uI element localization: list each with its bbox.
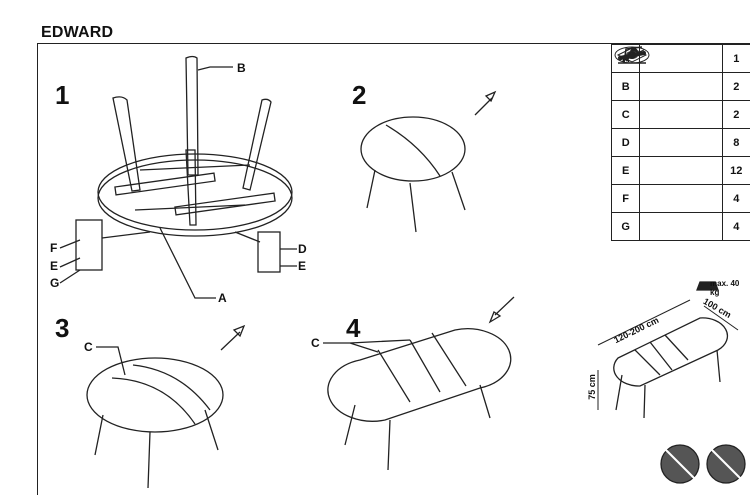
- part-quantity: 4: [721, 184, 750, 213]
- step-4-illustration: [327, 328, 512, 471]
- weight-icon: [696, 281, 719, 291]
- part-key: F: [610, 184, 641, 213]
- step-4-arrow-icon: [488, 296, 515, 324]
- part-quantity: 2: [721, 72, 750, 101]
- callout-g: G: [50, 276, 60, 290]
- tabletop-icon: [614, 44, 723, 73]
- part-key: D: [610, 128, 641, 157]
- part-key: G: [610, 212, 641, 241]
- height-dimension: 75 cm: [586, 374, 597, 400]
- part-key: B: [610, 72, 641, 101]
- instruction-frame: [37, 43, 750, 495]
- step-1-number: 1: [55, 80, 70, 110]
- no-sitting-icon: [706, 444, 746, 484]
- step-1-illustration: [75, 55, 293, 299]
- max-load-label: max. 40 kg: [710, 279, 740, 297]
- callout-e-right: E: [298, 259, 307, 273]
- step-2-arrow-icon: [474, 90, 497, 116]
- step-3-number: 3: [55, 313, 70, 343]
- step-2-number: 2: [352, 80, 367, 110]
- part-quantity: 4: [721, 212, 750, 241]
- screw-icon: [624, 47, 723, 157]
- callout-a: A: [218, 291, 227, 305]
- step-2-illustration: [360, 116, 466, 233]
- callout-e: E: [50, 259, 59, 273]
- leg-bracket-icon: [617, 45, 723, 101]
- callout-d: D: [298, 242, 307, 256]
- parts-row: E 12: [610, 50, 750, 185]
- nut-icon: [627, 50, 723, 213]
- washer-icon: [625, 50, 723, 185]
- extension-leaf-icon: [616, 46, 723, 129]
- allen-key-icon: [617, 50, 723, 241]
- callout-c-step4: C: [311, 336, 320, 350]
- callout-c-step3: C: [84, 340, 93, 354]
- step-4-number: 4: [346, 313, 361, 343]
- callout-b: B: [237, 61, 246, 75]
- part-quantity: 2: [721, 100, 750, 129]
- no-standing-icon: [660, 444, 700, 484]
- step-3-arrow-icon: [220, 324, 246, 351]
- part-quantity: 8: [721, 128, 750, 157]
- step-3-illustration: [86, 357, 224, 489]
- callout-f: F: [50, 241, 58, 255]
- part-key: E: [610, 156, 641, 185]
- part-key: C: [610, 100, 641, 129]
- document-title: EDWARD: [41, 24, 114, 41]
- dimensions-illustration: [597, 281, 739, 419]
- part-quantity: 1: [721, 44, 750, 73]
- part-quantity: 12: [721, 156, 750, 185]
